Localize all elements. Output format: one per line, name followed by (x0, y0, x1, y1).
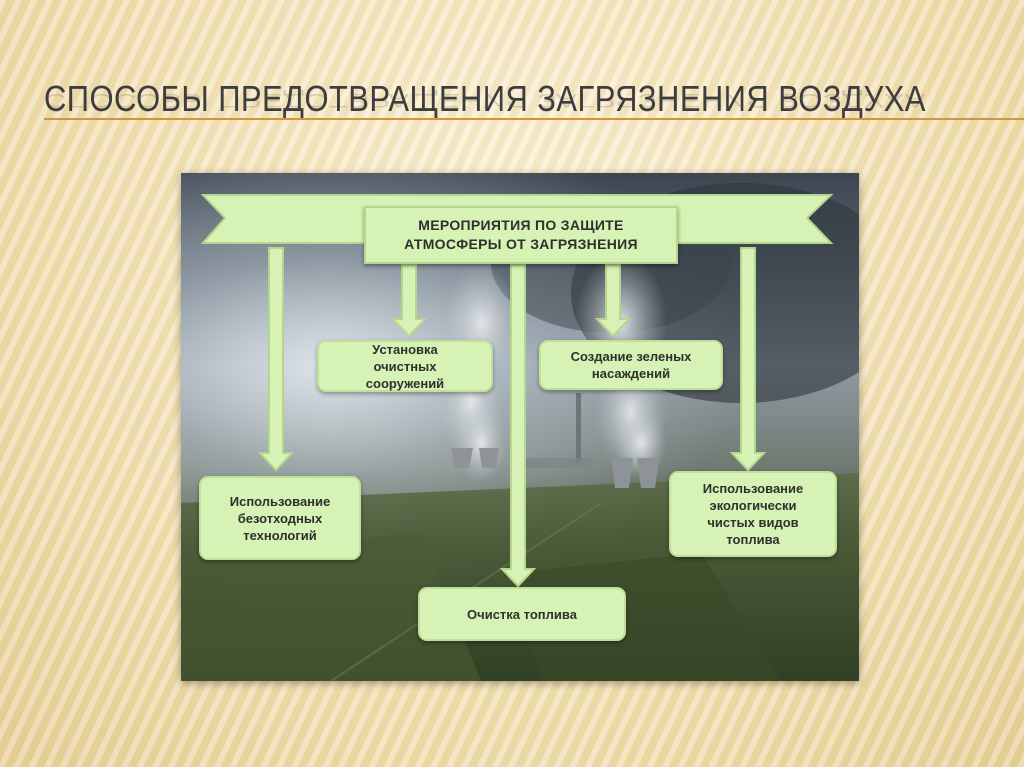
measure-cleaning-facilities-label: Установка очистных сооружений (365, 341, 445, 391)
arrow-to-green-plantings (594, 264, 632, 338)
slide-title: СПОСОБЫ ПРЕДОТВРАЩЕНИЯ ЗАГРЯЗНЕНИЯ ВОЗДУ… (44, 78, 926, 119)
measure-eco-fuels: Использование экологически чистых видов … (669, 471, 837, 557)
slide-title-area: СПОСОБЫ ПРЕДОТВРАЩЕНИЯ ЗАГРЯЗНЕНИЯ ВОЗДУ… (44, 78, 1024, 138)
measure-fuel-cleaning-label: Очистка топлива (467, 606, 577, 622)
measure-wasteless-tech: Использование безотходных технологий (199, 476, 361, 560)
root-measures-label: МЕРОПРИЯТИЯ ПО ЗАЩИТЕ АТМОСФЕРЫ ОТ ЗАГРЯ… (404, 217, 638, 252)
arrow-to-fuel-cleaning (499, 264, 537, 588)
measure-green-plantings-label: Создание зеленых насаждений (570, 349, 692, 381)
root-measures-box: МЕРОПРИЯТИЯ ПО ЗАЩИТЕ АТМОСФЕРЫ ОТ ЗАГРЯ… (364, 206, 678, 264)
arrow-to-wasteless-tech (257, 247, 295, 472)
slide-title-reflection: СПОСОБЫ ПРЕДОТВРАЩЕНИЯ ЗАГРЯЗНЕНИЯ ВОЗДУ… (44, 89, 926, 112)
arrow-to-cleaning-facilities (390, 264, 428, 338)
measure-cleaning-facilities: Установка очистных сооружений (317, 340, 493, 392)
arrow-to-eco-fuels (729, 247, 767, 472)
measure-wasteless-tech-label: Использование безотходных технологий (229, 493, 331, 543)
measure-fuel-cleaning: Очистка топлива (418, 587, 626, 641)
measure-green-plantings: Создание зеленых насаждений (539, 340, 723, 390)
title-underline (44, 118, 1024, 120)
diagram-photo: МЕРОПРИЯТИЯ ПО ЗАЩИТЕ АТМОСФЕРЫ ОТ ЗАГРЯ… (181, 173, 859, 681)
measure-eco-fuels-label: Использование экологически чистых видов … (702, 481, 804, 547)
